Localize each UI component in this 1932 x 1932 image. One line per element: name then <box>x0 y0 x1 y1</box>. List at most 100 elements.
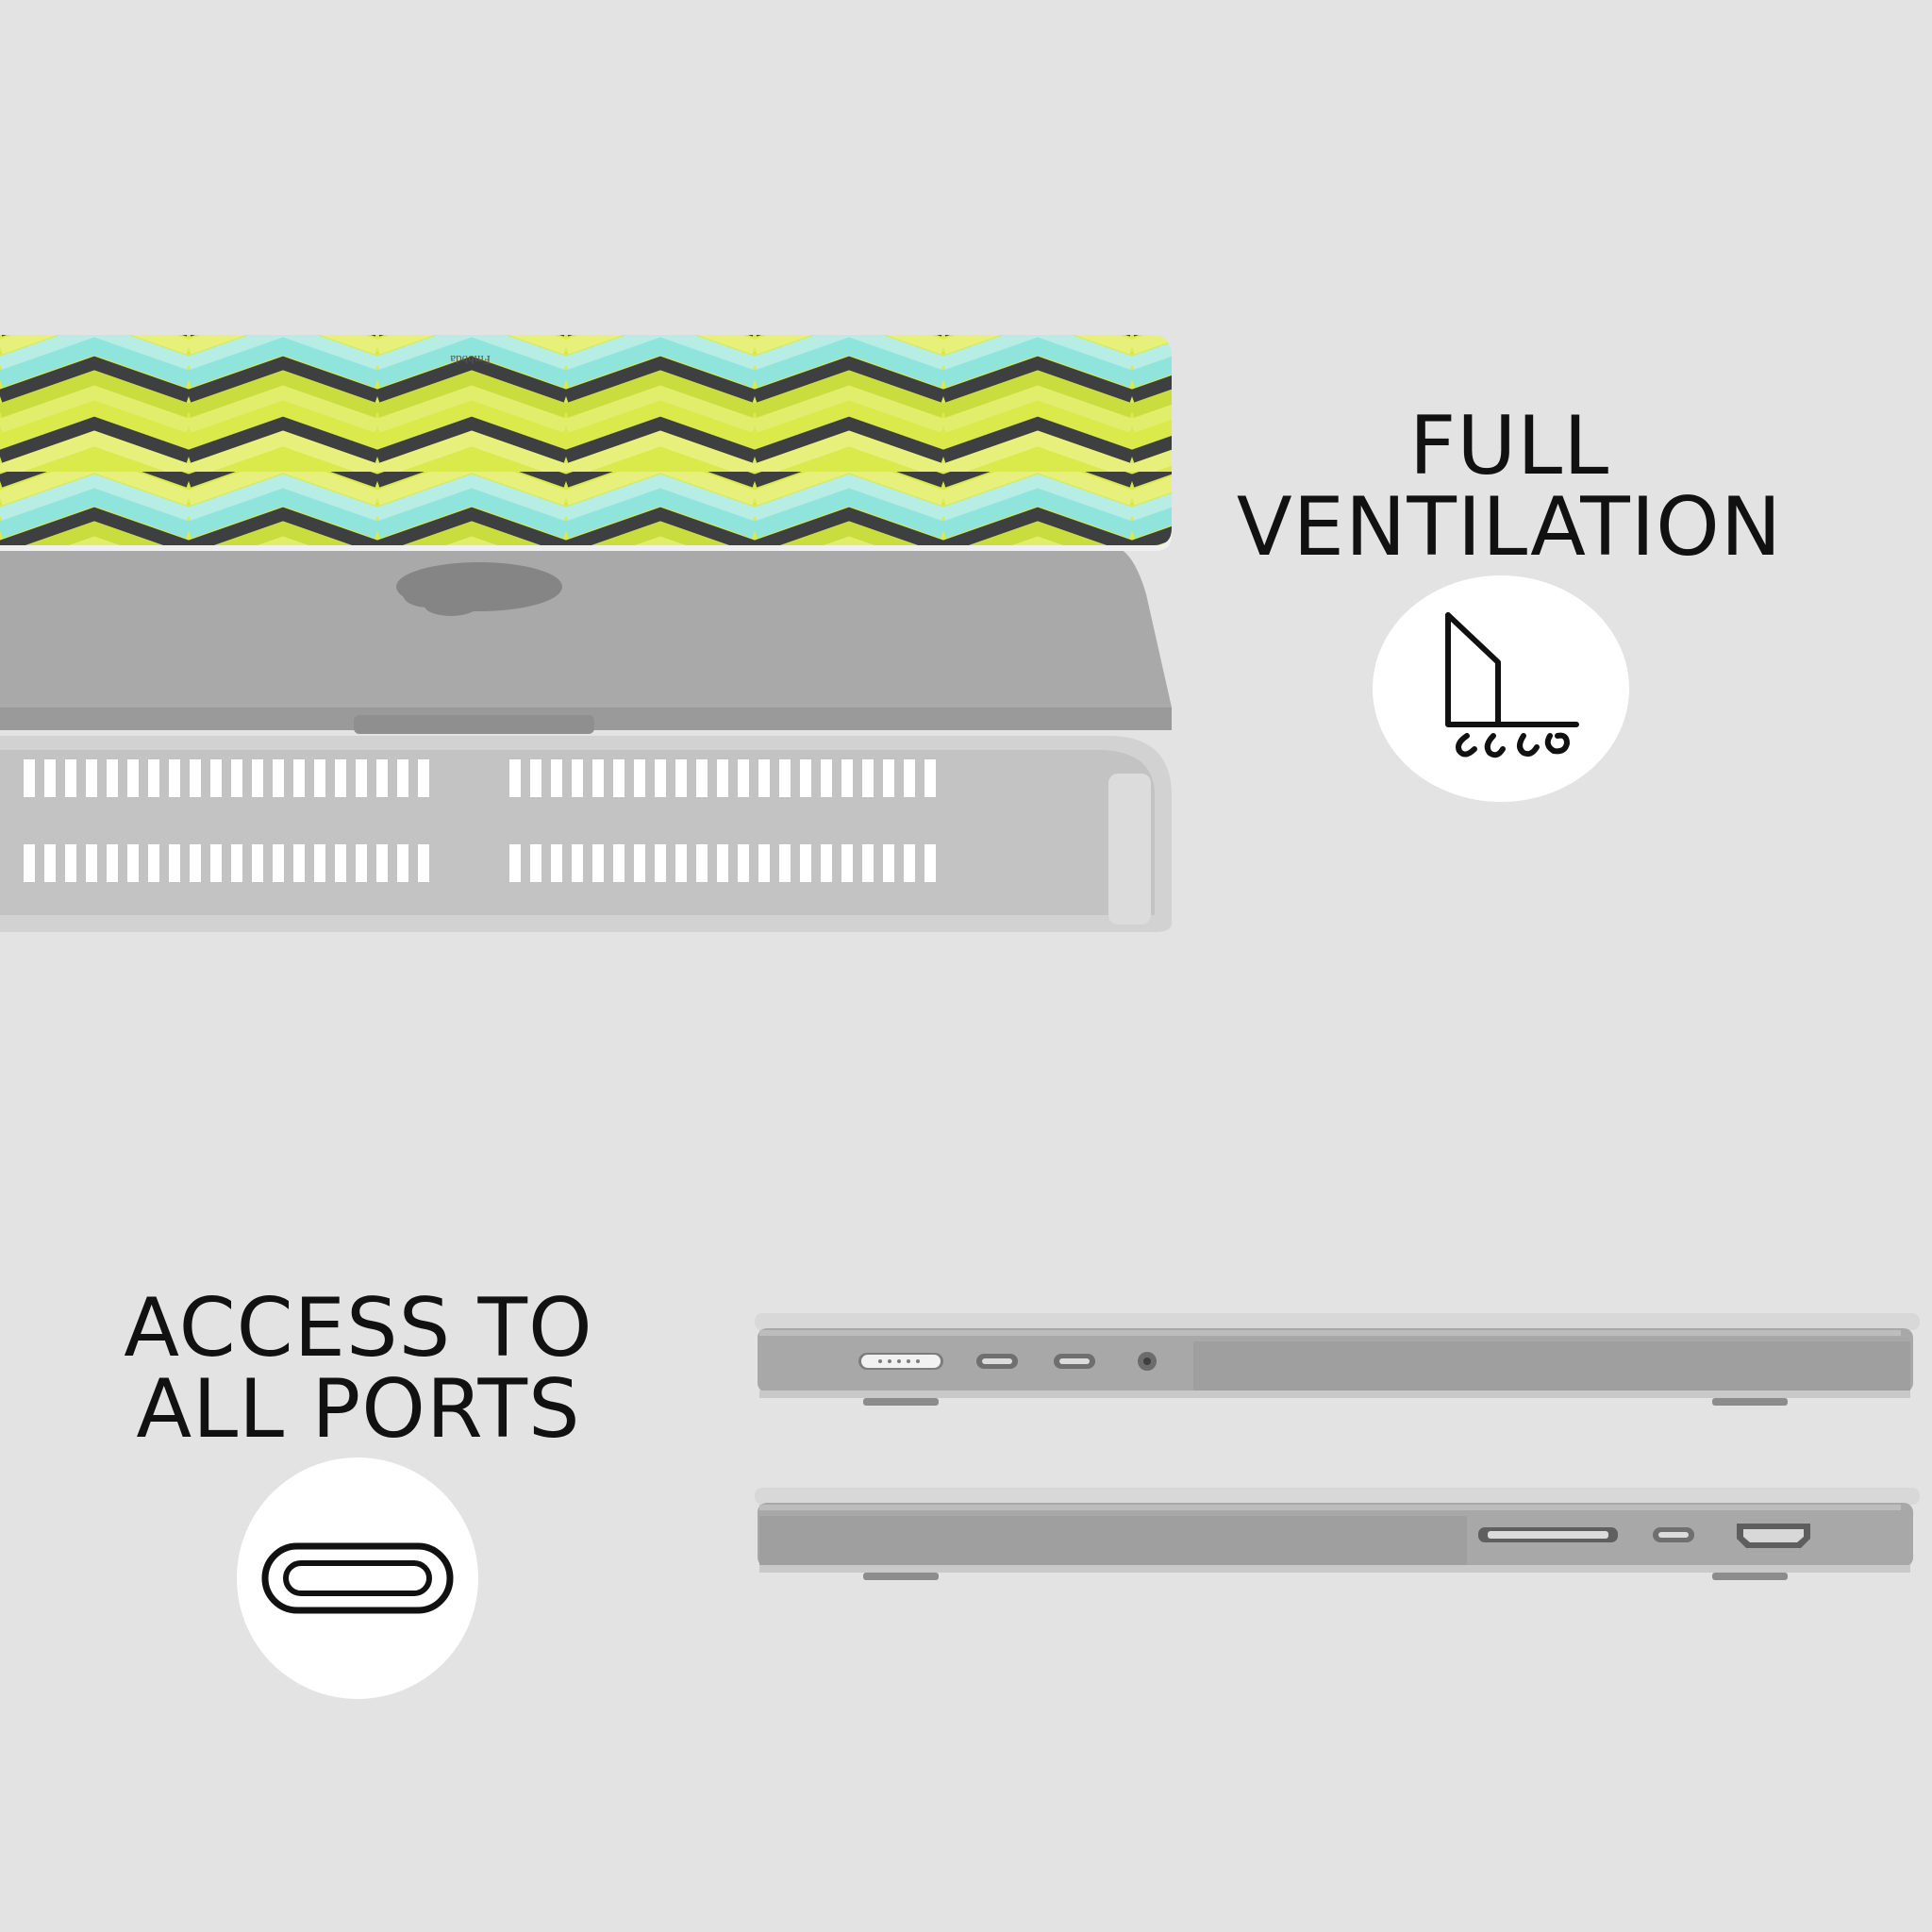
ports-feature-title: ACCESS TO ALL PORTS <box>57 1288 660 1450</box>
vent-slot <box>335 759 346 797</box>
vent-slot <box>107 844 118 882</box>
vent-slot <box>800 844 811 882</box>
vent-slot <box>107 759 118 797</box>
ventilation-feature-title: FULL VENTILATION <box>1226 406 1792 568</box>
vent-slot <box>509 759 521 797</box>
vent-slot <box>169 844 180 882</box>
vent-slot <box>613 759 625 797</box>
vent-slot <box>293 759 305 797</box>
ventilation-icon <box>1445 612 1579 758</box>
vent-slot <box>655 844 666 882</box>
vent-slot <box>841 844 853 882</box>
vent-slot <box>190 759 201 797</box>
sd-card-slot <box>1478 1527 1618 1542</box>
vent-slot <box>758 844 770 882</box>
vent-slot <box>418 759 429 797</box>
vent-slot <box>86 844 97 882</box>
vent-slot <box>314 759 325 797</box>
ports-icon-badge <box>237 1457 478 1699</box>
vent-slot <box>44 844 56 882</box>
ports-title-line1: ACCESS TO <box>124 1281 593 1375</box>
vent-slot <box>210 759 222 797</box>
usb-c-port-icon <box>261 1542 454 1614</box>
vent-slot <box>592 844 604 882</box>
apple-logo <box>396 562 562 616</box>
vent-slot <box>293 844 305 882</box>
vent-slot <box>924 759 936 797</box>
vent-slot <box>190 844 201 882</box>
vent-slot <box>717 844 728 882</box>
laptop-right-side-view <box>755 1488 1920 1580</box>
vent-slot <box>634 759 645 797</box>
vent-slot <box>127 759 139 797</box>
vent-slot <box>356 844 367 882</box>
vent-slot <box>314 844 325 882</box>
vent-slot <box>273 759 284 797</box>
vent-slot <box>904 844 915 882</box>
vent-slot <box>696 759 708 797</box>
vent-slot <box>530 844 541 882</box>
vent-slot <box>376 844 388 882</box>
magsafe-port <box>858 1353 943 1370</box>
vent-slot <box>509 844 521 882</box>
vent-slot <box>675 844 687 882</box>
vent-slot <box>24 844 35 882</box>
vent-slot <box>779 759 791 797</box>
ports-title-line2: ALL PORTS <box>136 1362 581 1457</box>
vent-slot <box>634 844 645 882</box>
vent-slot <box>821 759 832 797</box>
vent-slot <box>738 759 749 797</box>
brand-mark: Fmbbda <box>450 353 491 367</box>
vent-slot <box>335 844 346 882</box>
vent-slot <box>65 844 76 882</box>
vent-slot <box>44 759 56 797</box>
vent-slot <box>376 759 388 797</box>
vent-slot <box>231 844 242 882</box>
vent-slot <box>883 759 894 797</box>
ventilation-title-line2: VENTILATION <box>1236 480 1783 575</box>
vent-slot <box>418 844 429 882</box>
ventilation-icon-badge <box>1373 575 1629 802</box>
vent-slot <box>675 759 687 797</box>
vent-slot <box>148 759 159 797</box>
vent-slot <box>924 844 936 882</box>
vent-slot <box>210 844 222 882</box>
top-case-cover: Fmbbda <box>0 335 1172 551</box>
vent-slot <box>821 844 832 882</box>
vent-slot <box>800 759 811 797</box>
vent-slot <box>169 759 180 797</box>
vent-slot-rows <box>24 759 936 882</box>
vent-slot <box>127 844 139 882</box>
vent-slot <box>148 844 159 882</box>
vent-slot <box>758 759 770 797</box>
vent-slot <box>65 759 76 797</box>
vent-slot <box>841 759 853 797</box>
vent-slot <box>252 844 263 882</box>
vent-slot <box>530 759 541 797</box>
vent-slot <box>738 844 749 882</box>
vent-slot <box>551 844 562 882</box>
vent-slot <box>86 759 97 797</box>
vent-slot <box>883 844 894 882</box>
laptop-left-side-view <box>755 1313 1920 1406</box>
vent-slot <box>356 759 367 797</box>
vent-slot <box>397 759 408 797</box>
vent-slot <box>397 844 408 882</box>
vent-slot <box>696 844 708 882</box>
laptop-exploded-illustration: Fmbbda <box>0 335 1172 932</box>
hdmi-port <box>1737 1524 1810 1548</box>
vent-slot <box>24 759 35 797</box>
vent-slot <box>252 759 263 797</box>
vent-slot <box>572 759 583 797</box>
vent-slot <box>904 759 915 797</box>
vent-slot <box>592 759 604 797</box>
vent-slot <box>717 759 728 797</box>
vent-slot <box>862 844 874 882</box>
vent-slot <box>551 759 562 797</box>
vent-slot <box>655 759 666 797</box>
laptop-lid <box>0 545 1172 734</box>
vent-slot <box>231 759 242 797</box>
vent-slot <box>613 844 625 882</box>
vent-slot <box>862 759 874 797</box>
ventilation-title-line1: FULL <box>1408 399 1610 493</box>
